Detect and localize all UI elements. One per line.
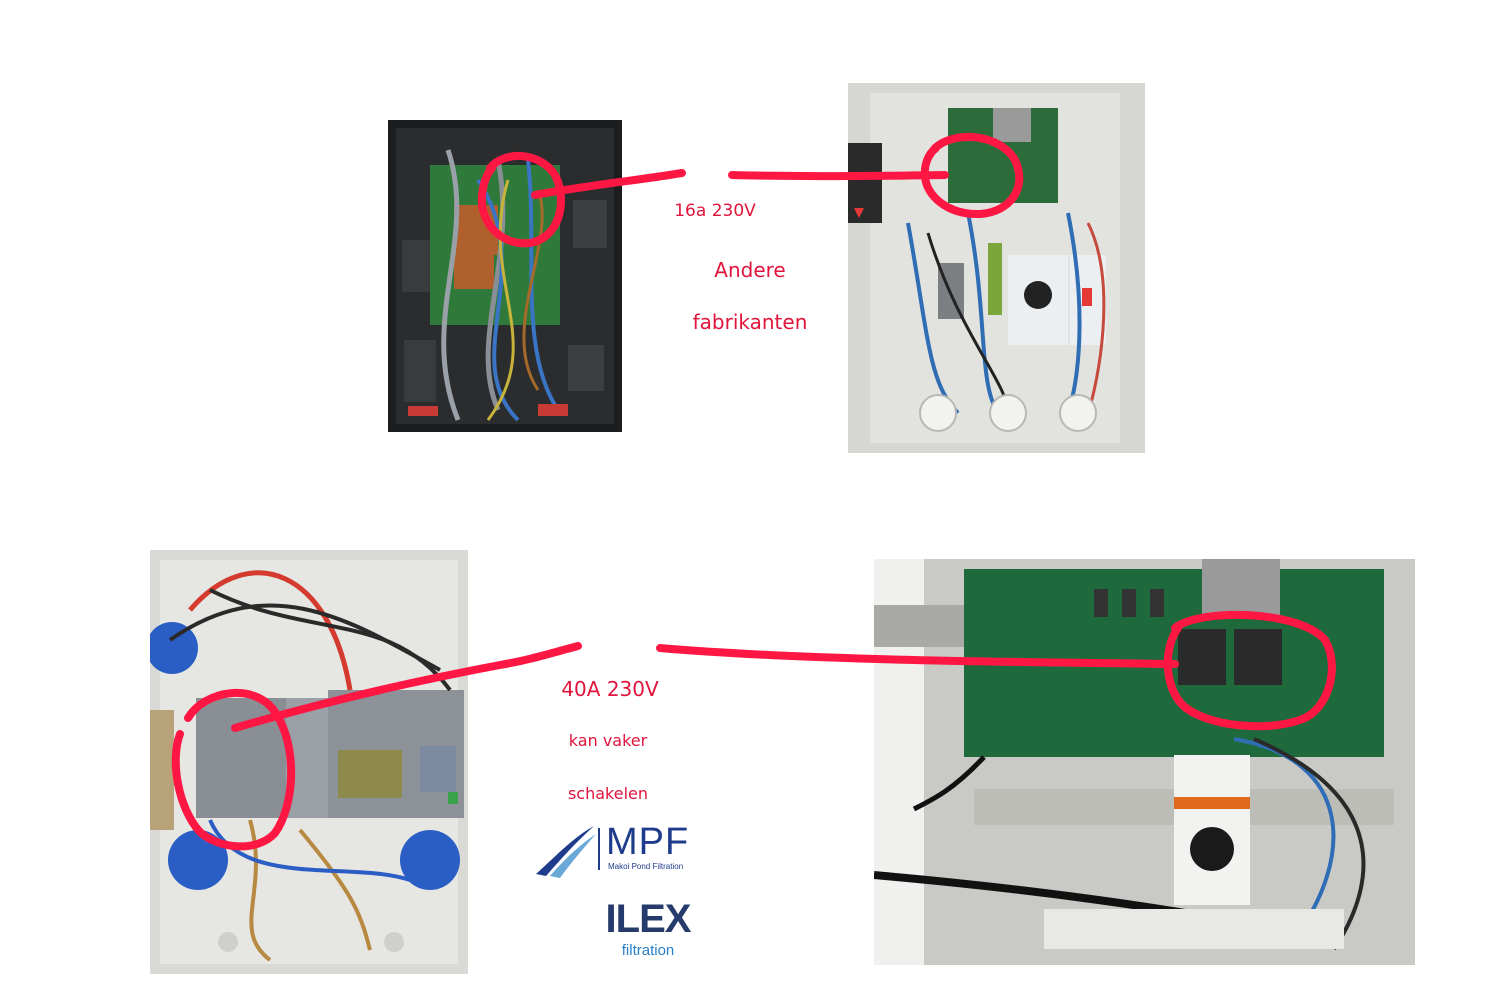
bottom-note-line2: schakelen <box>567 784 649 803</box>
bottom-spec-label: 40A 230V <box>561 677 659 701</box>
mpf-brand-text: MPF <box>606 821 690 863</box>
bottom-note-line1: kan vaker <box>568 731 648 750</box>
mpf-tagline: Makoi Pond Filtration <box>608 862 684 871</box>
top-note-line1: Andere <box>714 258 786 282</box>
ilex-brand-text: ILEX <box>605 897 692 941</box>
photo-control-box-dark <box>388 120 622 432</box>
top-note-line2: fabrikanten <box>692 310 808 334</box>
photo-control-box-grey <box>848 83 1145 453</box>
ilex-tagline: filtration <box>621 942 675 959</box>
photo-ilex-control-box <box>874 559 1415 965</box>
mpf-divider <box>598 828 600 870</box>
ilex-logo: ILEX filtration <box>588 898 708 968</box>
mpf-swoosh-icon <box>536 826 596 878</box>
photo-siemens-logo-box <box>150 550 468 974</box>
mpf-logo: MPF Makoi Pond Filtration <box>532 822 737 880</box>
top-spec-label: 16a 230V <box>674 201 756 221</box>
